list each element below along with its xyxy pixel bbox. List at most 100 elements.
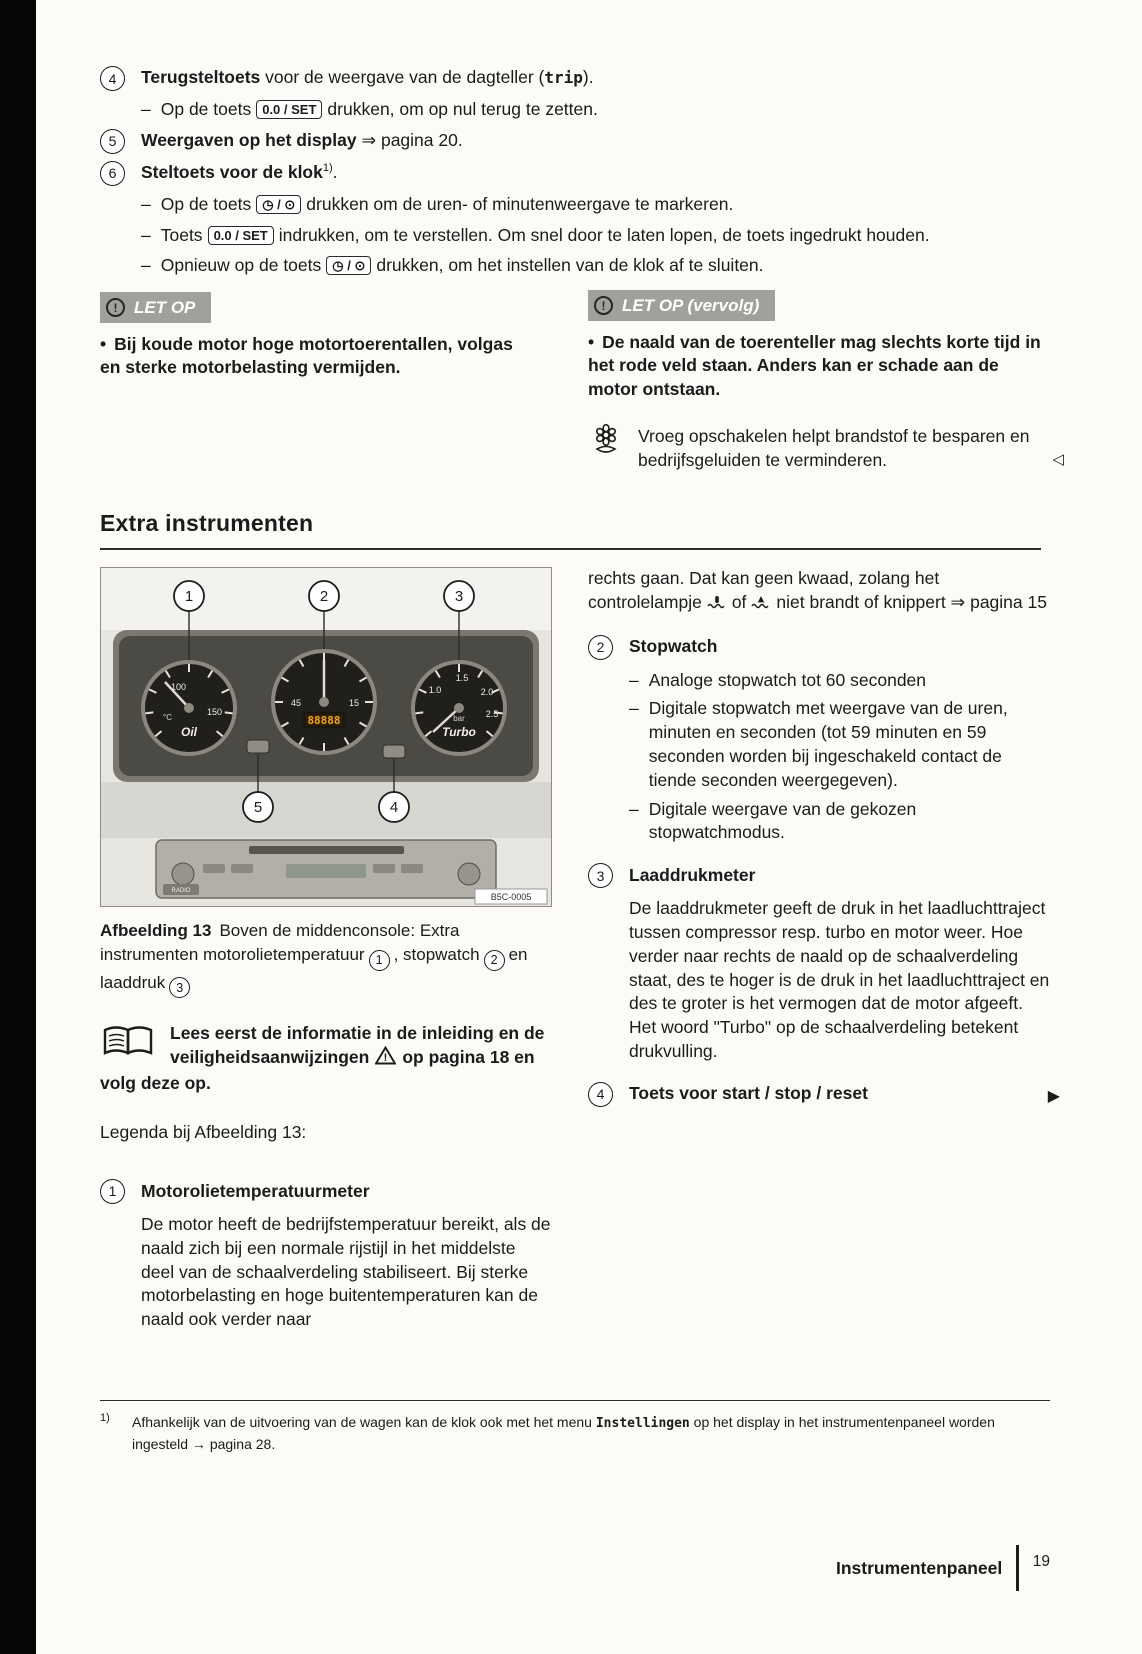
legend-2-badge: 2 bbox=[588, 634, 613, 660]
right-column: rechts gaan. Dat kan geen kwaad, zolang … bbox=[588, 567, 1060, 1116]
item-6-title: Steltoets voor de klok bbox=[141, 161, 323, 182]
svg-text:88888: 88888 bbox=[307, 714, 340, 727]
figure-callouts: 1 2 3 5 4 bbox=[173, 580, 475, 823]
start-stop-reset-button bbox=[382, 744, 406, 759]
read-first-note: Lees eerst de informatie in de inleiding… bbox=[100, 1022, 552, 1095]
svg-text:5: 5 bbox=[254, 799, 262, 816]
eco-tip: Vroeg opschakelen helpt brandstof te bes… bbox=[588, 423, 1064, 473]
figure-13: RADIO bbox=[100, 567, 552, 907]
eco-tip-text: Vroeg opschakelen helpt brandstof te bes… bbox=[638, 425, 1030, 470]
svg-text:3: 3 bbox=[455, 588, 463, 605]
svg-text:bar: bar bbox=[453, 714, 465, 723]
svg-text:15: 15 bbox=[349, 698, 359, 708]
top-list: 4 Terugsteltoets voor de weergave van de… bbox=[100, 66, 1050, 285]
oil-pressure-warning-icon bbox=[750, 593, 772, 617]
attention-icon: ! bbox=[106, 298, 125, 318]
legend-4-title: Toets voor start / stop / reset bbox=[629, 1083, 868, 1104]
item-5-text: Weergaven op het display ⇒ pagina 20. bbox=[141, 129, 463, 153]
legend-item-1-heading: 1 Motorolietemperatuurmeter bbox=[100, 1178, 552, 1204]
footnote-ref: 1) bbox=[322, 161, 333, 174]
svg-text:150: 150 bbox=[207, 707, 222, 717]
dash: – bbox=[141, 224, 151, 245]
item-6-sub-3: – Opnieuw op de toets◷ / ⊙drukken, om he… bbox=[141, 254, 1050, 278]
section-end-marker: ◁ bbox=[1052, 451, 1064, 469]
item-4-rest: voor de weergave van de dagteller ( bbox=[260, 67, 545, 87]
dash: – bbox=[141, 99, 151, 119]
item-5-title: Weergaven op het display bbox=[141, 129, 357, 150]
clock-set-button bbox=[246, 739, 270, 754]
footnote-text: Afhankelijk van de uitvoering van de wag… bbox=[132, 1414, 995, 1452]
set-key: 0.0 / SET bbox=[256, 100, 323, 119]
caution-header: ! LET OP bbox=[100, 292, 212, 324]
figure-code-label: B5C-0005 bbox=[474, 888, 548, 905]
item-6-sub-1: – Op de toets◷ / ⊙drukken om de uren- of… bbox=[141, 193, 1050, 217]
radio-unit: RADIO bbox=[155, 839, 497, 899]
list-item-6: 6 Steltoets voor de klok1). bbox=[100, 160, 1050, 186]
set-key: 0.0 / SET bbox=[207, 225, 274, 245]
legend-item-3-heading: 3 Laaddrukmeter bbox=[588, 863, 1050, 889]
dashboard-illustration: RADIO bbox=[101, 568, 551, 906]
item-4-badge: 4 bbox=[100, 66, 125, 91]
list-item-5: 5 Weergaven op het display ⇒ pagina 20. bbox=[100, 128, 1050, 154]
page-footer: Instrumentenpaneel 19 bbox=[100, 1545, 1050, 1591]
svg-text:45: 45 bbox=[291, 698, 301, 708]
figure-caption-label: Afbeelding 13 bbox=[100, 921, 212, 940]
item-6-sub-1-text: Op de toets◷ / ⊙drukken om de uren- of m… bbox=[160, 193, 734, 214]
caption-callout-1: 1 bbox=[368, 949, 390, 971]
footnote-marker: 1) bbox=[100, 1412, 110, 1424]
legend-item-2-heading: 2 Stopwatch bbox=[588, 634, 1050, 660]
page-number: 19 bbox=[1032, 1553, 1050, 1570]
footer-divider bbox=[1016, 1545, 1019, 1591]
stopwatch-point-3: – Digitale weergave van de gekozen stopw… bbox=[629, 798, 1050, 846]
clock-set-key: ◷ / ⊙ bbox=[326, 256, 372, 276]
stopwatch-point-1: – Analoge stopwatch tot 60 seconden bbox=[629, 669, 1050, 693]
legend-3-body: De laaddrukmeter geeft de druk in het la… bbox=[629, 898, 1050, 1061]
caution-body: •Bij koude motor hoge motortoerentallen,… bbox=[100, 334, 513, 378]
item-5-rest: ⇒ pagina 20. bbox=[356, 129, 463, 150]
legend-3-title: Laaddrukmeter bbox=[629, 864, 756, 885]
svg-text:100: 100 bbox=[171, 682, 186, 692]
left-column: RADIO bbox=[100, 567, 552, 1332]
legend-3-badge: 3 bbox=[588, 863, 613, 889]
stopwatch-point-2: – Digitale stopwatch met weergave van de… bbox=[629, 697, 1050, 792]
oil-temperature-gauge: 100 150 °C Oil bbox=[141, 660, 237, 756]
svg-text:2: 2 bbox=[320, 588, 328, 605]
turbo-boost-gauge: 1.0 1.5 2.0 2.5 bar Turbo bbox=[411, 660, 507, 756]
caution-box-continued: ! LET OP (vervolg) •De naald van de toer… bbox=[588, 290, 1064, 473]
caption-callout-3: 3 bbox=[169, 977, 191, 999]
legend-1-title: Motorolietemperatuurmeter bbox=[141, 1180, 370, 1201]
stopwatch-gauge: 45 15 88888 bbox=[271, 649, 377, 755]
caution-title: LET OP (vervolg) bbox=[622, 296, 760, 315]
footnote: 1) Afhankelijk van de uitvoering van de … bbox=[100, 1400, 1050, 1454]
item-4-text: Terugsteltoets voor de weergave van de d… bbox=[141, 66, 594, 90]
caution-title: LET OP bbox=[134, 298, 196, 317]
svg-text:RADIO: RADIO bbox=[171, 888, 190, 894]
caption-callout-2: 2 bbox=[483, 949, 505, 971]
svg-text:°C: °C bbox=[163, 713, 172, 722]
legend-intro: Legenda bij Afbeelding 13: bbox=[100, 1122, 307, 1143]
section-heading: Extra instrumenten bbox=[100, 508, 1041, 551]
item-6-sub-3-text: Opnieuw op de toets◷ / ⊙drukken, om het … bbox=[160, 255, 764, 276]
caution-body: •De naald van de toerenteller mag slecht… bbox=[588, 332, 1041, 399]
read-first-text: Lees eerst de informatie in de inleiding… bbox=[100, 1023, 545, 1093]
item-5-badge: 5 bbox=[100, 128, 125, 154]
page-spine bbox=[0, 0, 36, 1654]
mono-term-instellingen: Instellingen bbox=[595, 1416, 690, 1431]
flower-icon bbox=[588, 423, 624, 462]
svg-text:1.5: 1.5 bbox=[456, 673, 469, 683]
dash: – bbox=[141, 255, 151, 276]
caution-header: ! LET OP (vervolg) bbox=[588, 290, 776, 322]
item-4-rest2: ). bbox=[582, 67, 594, 87]
item-6-badge: 6 bbox=[100, 160, 125, 186]
svg-text:B5C-0005: B5C-0005 bbox=[491, 892, 532, 902]
dash: – bbox=[629, 669, 639, 690]
footer-chapter-label: Instrumentenpaneel bbox=[835, 1558, 1003, 1578]
legend-item-4-heading: 4 Toets voor start / stop / reset ▶ bbox=[588, 1081, 1060, 1107]
legend-1-badge: 1 bbox=[100, 1178, 125, 1204]
